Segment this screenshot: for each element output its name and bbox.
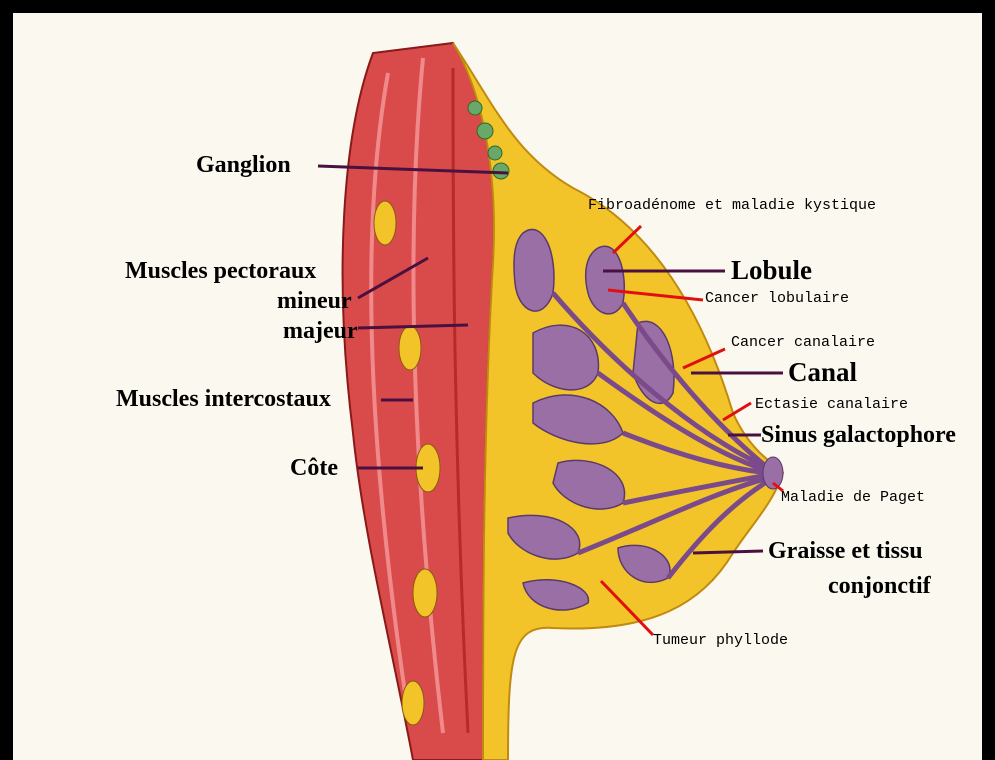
label-ganglion: Ganglion	[196, 153, 291, 177]
rib-5	[402, 681, 424, 725]
diagram-frame: Ganglion Muscles pectoraux mineur majeur…	[13, 13, 982, 760]
label-muscles-intercostaux: Muscles intercostaux	[116, 387, 331, 411]
label-mineur: mineur	[277, 289, 352, 313]
breast-fat-tissue	[453, 43, 783, 760]
rib-1	[374, 201, 396, 245]
label-graisse-line1: Graisse et tissu	[768, 539, 923, 563]
label-graisse-line2: conjonctif	[828, 574, 931, 598]
rib-2	[399, 326, 421, 370]
leader-graisse	[693, 551, 763, 553]
label-tumeur-phyllode: Tumeur phyllode	[653, 633, 788, 648]
label-muscles-pectoraux: Muscles pectoraux	[125, 259, 316, 283]
label-cancer-lobulaire: Cancer lobulaire	[705, 291, 849, 306]
label-lobule: Lobule	[731, 257, 812, 284]
label-cote: Côte	[290, 456, 338, 480]
label-fibroadenome: Fibroadénome et maladie kystique	[588, 198, 876, 213]
label-maladie-de-paget: Maladie de Paget	[781, 490, 925, 505]
label-sinus-galactophore: Sinus galactophore	[761, 423, 956, 447]
rib-4	[413, 569, 437, 617]
label-ectasie-canalaire: Ectasie canalaire	[755, 397, 908, 412]
label-majeur: majeur	[283, 319, 358, 343]
label-canal: Canal	[788, 359, 857, 386]
label-cancer-canalaire: Cancer canalaire	[731, 335, 875, 350]
